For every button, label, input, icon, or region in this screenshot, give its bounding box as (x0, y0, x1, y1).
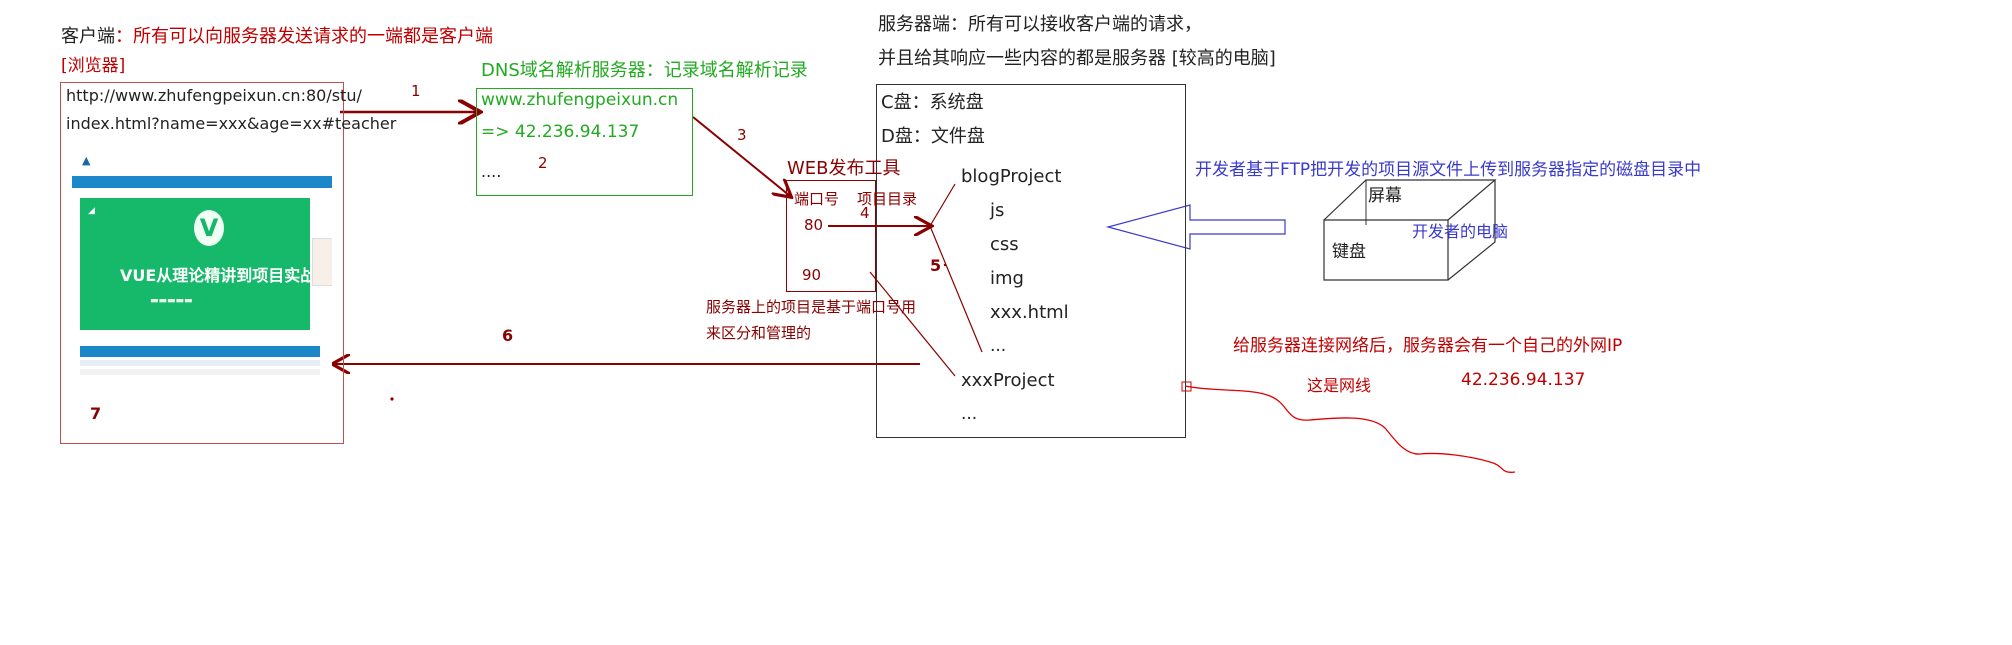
dns-more: .... (481, 162, 502, 181)
branch-blog (929, 183, 956, 227)
keyboard-label: 键盘 (1332, 242, 1366, 262)
site-table-row (80, 369, 320, 375)
file-xxx-html: xxx.html (990, 302, 1069, 323)
branch-90 (869, 271, 956, 377)
port-90: 90 (802, 266, 822, 284)
step-7-label: 7 (90, 404, 102, 423)
col-dir: 项目目录 (857, 190, 918, 208)
dns-box (476, 88, 693, 196)
port-note-line-2: 来区分和管理的 (706, 324, 812, 342)
disk-c: C盘：系统盘 (881, 92, 984, 113)
browser-box (60, 82, 344, 444)
branch-tree (929, 225, 983, 353)
client-title: 客户端：所有可以向服务器发送请求的一端都是客户端 (61, 26, 493, 48)
client-title-desc: ：所有可以向服务器发送请求的一端都是客户端 (115, 26, 493, 47)
step-3-label: 3 (737, 126, 747, 144)
step-4-label: 4 (860, 204, 870, 222)
site-nav-bar (72, 176, 332, 188)
web-tool-box (786, 180, 876, 292)
upload-arrow (1105, 204, 1286, 250)
folder-blogproject: blogProject (961, 166, 1062, 187)
computer-top (1323, 179, 1497, 221)
cable-plug (1181, 381, 1192, 392)
site-table-header (80, 346, 320, 357)
step-2-label: 2 (538, 154, 548, 172)
server-title-line-1: 服务器端：所有可以接收客户端的请求， (878, 14, 1202, 35)
site-logo: ▲ (82, 154, 91, 167)
web-tool-title: WEB发布工具 (787, 158, 901, 179)
folder-img: img (990, 268, 1024, 289)
banner-subline: ▬▬▬▬▬ (150, 296, 193, 306)
folder-js: js (990, 200, 1005, 221)
banner-corner-logo: ◢ (88, 206, 95, 216)
website-screenshot: ▲ ◢ V VUE从理论精讲到项目实战 ▬▬▬▬▬ (72, 152, 332, 378)
dot-mark-2 (943, 263, 947, 267)
url-line-2[interactable]: index.html?name=xxx&age=xx#teacher (66, 114, 397, 133)
network-cable (1184, 385, 1516, 473)
screen-label: 屏幕 (1368, 186, 1402, 206)
server-public-ip: 42.236.94.137 (1461, 370, 1586, 390)
folder-more-1: ... (990, 336, 1007, 356)
dot-mark (390, 397, 394, 401)
step-6-label: 6 (502, 326, 514, 345)
folder-xxxproject: xxxProject (961, 370, 1055, 391)
developer-pc-label: 开发者的电脑 (1412, 222, 1509, 241)
ftp-note: 开发者基于FTP把开发的项目源文件上传到服务器指定的磁盘目录中 (1195, 160, 1702, 180)
site-table-row (80, 360, 320, 366)
step-1-label: 1 (411, 82, 421, 100)
computer-side (1447, 180, 1496, 281)
col-port: 端口号 (794, 190, 840, 208)
site-banner: ◢ V VUE从理论精讲到项目实战 ▬▬▬▬▬ (80, 198, 316, 330)
folder-more-2: ... (961, 404, 978, 424)
dns-title: DNS域名解析服务器：记录域名解析记录 (481, 60, 808, 81)
port-note-line-1: 服务器上的项目是基于端口号用 (706, 298, 917, 316)
client-title-prefix: 客户端 (61, 26, 115, 47)
port-80: 80 (804, 216, 824, 234)
dns-ip: => 42.236.94.137 (481, 122, 640, 142)
dns-domain: www.zhufengpeixun.cn (481, 90, 679, 110)
network-note: 给服务器连接网络后，服务器会有一个自己的外网IP (1233, 336, 1623, 356)
folder-css: css (990, 234, 1019, 255)
browser-label: [浏览器] (61, 56, 126, 76)
vue-logo: V (194, 210, 224, 246)
arrow-step-3 (692, 116, 790, 196)
tutor-avatar (312, 238, 332, 286)
server-title-line-2: 并且给其响应一些内容的都是服务器 [较高的电脑] (878, 48, 1276, 69)
cable-label: 这是网线 (1307, 376, 1372, 395)
server-box (876, 84, 1186, 438)
disk-d: D盘：文件盘 (881, 126, 985, 147)
step-5-label: 5 (930, 256, 942, 275)
banner-title: VUE从理论精讲到项目实战 (120, 266, 317, 285)
url-line-1[interactable]: http://www.zhufengpeixun.cn:80/stu/ (66, 86, 362, 105)
site-table (80, 346, 320, 378)
